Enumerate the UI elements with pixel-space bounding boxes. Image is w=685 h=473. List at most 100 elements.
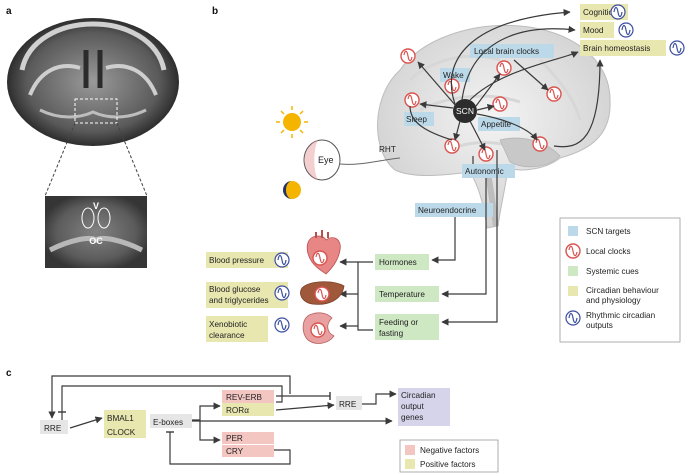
local-clock-icon	[496, 60, 512, 76]
xenobiotic-label-line1: Xenobiotic	[209, 320, 247, 329]
legend-rhythm-icon	[565, 310, 581, 326]
legend-rhythmic-line2: outputs	[586, 321, 613, 330]
ventricle-label: V	[93, 201, 99, 211]
clock-label: CLOCK	[107, 428, 136, 437]
rev-erb-box	[222, 390, 274, 403]
hormones-label: Hormones	[379, 258, 417, 267]
output-genes-line1: Circadian	[401, 391, 436, 400]
rev-erb-label: REV-ERB	[226, 393, 262, 402]
per-label: PER	[226, 434, 243, 443]
blood-pressure-box	[206, 252, 288, 268]
legend-behaviour-line2: and physiology	[586, 296, 642, 305]
ror-label: RORα	[226, 406, 249, 415]
rre-left-box	[40, 420, 68, 434]
cry-box	[222, 445, 274, 457]
legend-negative-factors: Negative factors	[420, 446, 479, 455]
xenobiotic-box	[206, 316, 268, 342]
local-clock-icon	[400, 48, 416, 64]
per-box	[222, 432, 274, 444]
blood-pressure-label: Blood pressure	[209, 256, 265, 265]
mri-zoom-inset: V OC	[45, 196, 147, 268]
wake-box	[440, 68, 470, 82]
local-clock-icon	[312, 250, 328, 266]
blood-glucose-label-line2: and triglycerides	[209, 296, 269, 305]
legend-scn-targets: SCN targets	[586, 227, 631, 236]
feeding-box	[375, 314, 439, 340]
eye-label: Eye	[318, 155, 334, 165]
local-clock-icon	[444, 138, 460, 154]
panel-label-a: a	[6, 6, 12, 17]
sun-icon	[276, 106, 308, 138]
scn-projection-arrows	[409, 8, 604, 151]
clock-box	[104, 424, 146, 438]
mood-box	[580, 22, 614, 38]
cry-label: CRY	[226, 447, 244, 456]
xenobiotic-label-line2: clearance	[209, 331, 245, 340]
legend-panel-c: Negative factors Positive factors	[399, 439, 499, 473]
rht-tract	[339, 157, 401, 165]
sleep-label: Sleep	[406, 115, 427, 124]
feeding-label-line1: Feeding or	[379, 318, 418, 327]
blood-glucose-box	[206, 282, 288, 308]
local-brain-clocks-box	[470, 44, 554, 58]
neuroendocrine-label: Neuroendocrine	[418, 206, 477, 215]
legend-local-clocks: Local clocks	[586, 247, 631, 256]
eboxes-label: E-boxes	[153, 418, 183, 427]
temperature-box	[375, 286, 439, 302]
feeding-label-line2: fasting	[379, 329, 404, 338]
output-genes-line3: genes	[401, 413, 423, 422]
zoom-lines	[44, 122, 148, 197]
local-clock-icon	[404, 92, 420, 108]
temperature-label: Temperature	[379, 290, 425, 299]
legend-positive-factors: Positive factors	[420, 460, 476, 469]
blood-glucose-rhythm-icon	[274, 285, 290, 301]
rre-right-label: RRE	[339, 400, 357, 409]
moon-icon	[283, 181, 301, 199]
autonomic-box	[462, 164, 515, 178]
local-clock-icon	[546, 86, 562, 102]
ror-box	[222, 403, 274, 416]
rht-label: RHT	[379, 145, 396, 154]
local-brain-clocks-label: Local brain clocks	[474, 47, 539, 56]
legend-local-clock-icon	[565, 243, 581, 259]
circadian-output-genes-box	[398, 388, 450, 426]
clock-feedback-loops	[48, 375, 397, 465]
hormones-box	[375, 254, 429, 270]
panel-label-c: c	[6, 368, 12, 379]
systemic-cue-arrows	[339, 150, 498, 331]
scn-node	[453, 99, 477, 123]
legend-swatch-positive	[405, 459, 415, 469]
legend-swatch-scn-targets	[568, 226, 578, 236]
mri-coronal-scan	[6, 18, 181, 146]
brain-homeostasis-label: Brain homeostasis	[583, 44, 650, 53]
blood-pressure-rhythm-icon	[274, 252, 290, 268]
neuroendocrine-box	[415, 203, 493, 217]
panel-label-b: b	[212, 6, 218, 17]
local-clock-icon	[478, 146, 494, 162]
local-clock-icon	[532, 136, 548, 152]
cognition-label: Cognition	[583, 8, 618, 17]
brain-homeostasis-box	[580, 40, 666, 56]
appetite-box	[478, 117, 520, 131]
local-clock-icon	[310, 322, 326, 338]
wake-label: Wake	[443, 71, 464, 80]
scn-label: SCN	[456, 106, 474, 116]
legend-swatch-behaviour	[568, 286, 578, 296]
legend-panel-b: SCN targets Local clocks Systemic cues C…	[559, 217, 681, 343]
eboxes-box	[150, 414, 192, 428]
local-clock-icon	[314, 286, 330, 302]
local-clock-icon	[492, 96, 508, 112]
appetite-label: Appetite	[481, 120, 511, 129]
rre-left-label: RRE	[44, 424, 62, 433]
rre-right-box	[336, 396, 362, 410]
mood-rhythm-icon	[618, 22, 634, 38]
brain-homeostasis-rhythm-icon	[669, 40, 685, 56]
eye-illustration: Eye	[303, 139, 341, 181]
output-genes-line2: output	[401, 402, 424, 411]
blood-glucose-label-line1: Blood glucose	[209, 285, 261, 294]
legend-rhythmic-line1: Rhythmic circadian	[586, 311, 656, 320]
bmal1-box	[104, 410, 146, 424]
legend-systemic-cues: Systemic cues	[586, 267, 639, 276]
bmal1-label: BMAL1	[107, 414, 134, 423]
